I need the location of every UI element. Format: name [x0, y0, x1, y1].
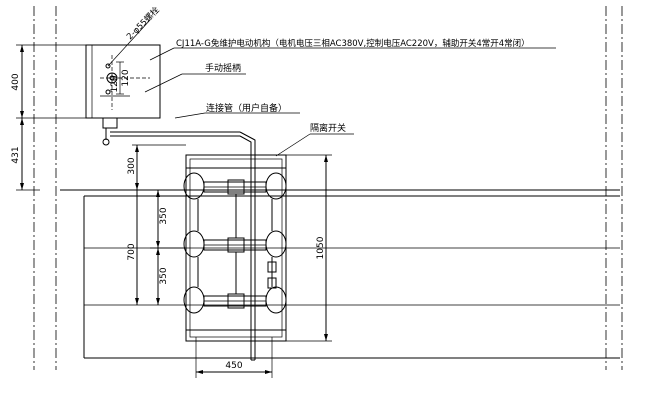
- dim-350-a: 350: [159, 207, 169, 224]
- phase-pole-3: [183, 277, 287, 314]
- insulator-struts: [197, 194, 273, 294]
- dim-431: 431: [11, 146, 21, 163]
- phase-pole-1: [183, 172, 287, 200]
- dim-450: 450: [225, 361, 242, 371]
- hand-crank-leader: [144, 73, 183, 93]
- isolating-switch-label: 隔离开关: [310, 122, 346, 134]
- motor-mechanism: [85, 19, 161, 146]
- hand-crank-label: 手动摇柄: [205, 62, 241, 74]
- mechanism-leader: [149, 47, 175, 61]
- connecting-pipe-leader: [174, 112, 206, 119]
- dim-left: [16, 44, 86, 191]
- mechanism-label: CJ11A-G免维护电动机构（电机电压三相AC380V,控制电压AC220V，辅…: [176, 38, 530, 49]
- dim-300: 300: [127, 157, 137, 174]
- dim-right: [286, 154, 332, 342]
- isolating-switch-leader: [275, 133, 311, 157]
- dim-inner-left: [132, 144, 186, 305]
- dim-400: 400: [11, 73, 21, 90]
- dim-700: 700: [127, 243, 137, 260]
- bolt-spec-label: 2-φ55螺栓: [124, 4, 162, 42]
- dim-120-a: 120: [110, 75, 120, 92]
- connecting-pipe: [110, 131, 256, 361]
- dim-120-b: 120: [121, 69, 131, 86]
- connecting-pipe-label: 连接管（用户自备）: [206, 102, 287, 114]
- phase-pole-2: [183, 230, 287, 273]
- dim-bottom: [195, 337, 273, 378]
- dim-1050: 1050: [316, 236, 326, 259]
- bus-lines: [60, 189, 620, 359]
- dim-350-b: 350: [159, 267, 169, 284]
